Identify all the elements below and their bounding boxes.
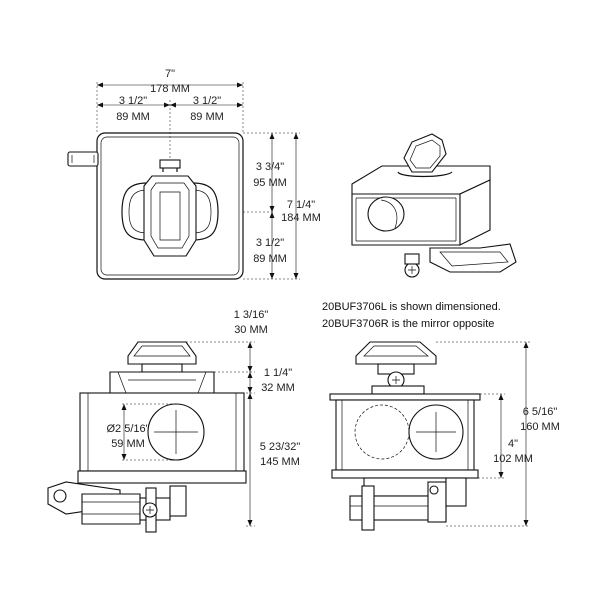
- note-line-1: 20BUF3706L is shown dimensioned.: [322, 301, 501, 313]
- isometric-view: [351, 133, 517, 278]
- front-view-dimensions: [120, 341, 255, 527]
- top-width-in: 7": [165, 68, 175, 80]
- side-view-dimensions: [436, 341, 530, 527]
- top-width-mm: 178 MM: [150, 83, 190, 95]
- top-upper-in: 3 3/4": [256, 161, 284, 173]
- collar-in: 1 1/4": [264, 367, 292, 379]
- body-height-in: 5 23/32": [260, 441, 301, 453]
- cap-height-mm: 30 MM: [234, 324, 268, 336]
- side-total-in: 6 5/16": [523, 406, 558, 418]
- hole-dia-in: Ø2 5/16": [106, 423, 149, 435]
- dimension-labels: 7" 178 MM 3 1/2" 89 MM 3 1/2" 89 MM 3 3/…: [106, 68, 559, 468]
- top-right-in: 3 1/2": [193, 95, 221, 107]
- side-total-mm: 160 MM: [520, 421, 560, 433]
- notes: 20BUF3706L is shown dimensioned. 20BUF37…: [322, 301, 501, 330]
- note-line-2: 20BUF3706R is the mirror opposite: [322, 318, 494, 330]
- hole-dia-mm: 59 MM: [111, 438, 145, 450]
- top-lower-in: 3 1/2": [256, 237, 284, 249]
- top-right-mm: 89 MM: [190, 111, 224, 123]
- top-lower-mm: 89 MM: [253, 253, 287, 265]
- top-total-mm: 184 MM: [281, 212, 321, 224]
- side-body-mm: 102 MM: [493, 453, 533, 465]
- top-view: [67, 132, 244, 280]
- top-total-in: 7 1/4": [287, 199, 315, 211]
- side-body-in: 4": [508, 438, 518, 450]
- cap-height-in: 1 3/16": [234, 309, 269, 321]
- body-height-mm: 145 MM: [260, 456, 300, 468]
- top-upper-mm: 95 MM: [253, 177, 287, 189]
- top-left-in: 3 1/2": [119, 95, 147, 107]
- top-left-mm: 89 MM: [116, 111, 150, 123]
- top-view-dimensions: [96, 82, 300, 280]
- front-view: [47, 341, 247, 533]
- collar-mm: 32 MM: [261, 382, 295, 394]
- side-view: [329, 341, 481, 531]
